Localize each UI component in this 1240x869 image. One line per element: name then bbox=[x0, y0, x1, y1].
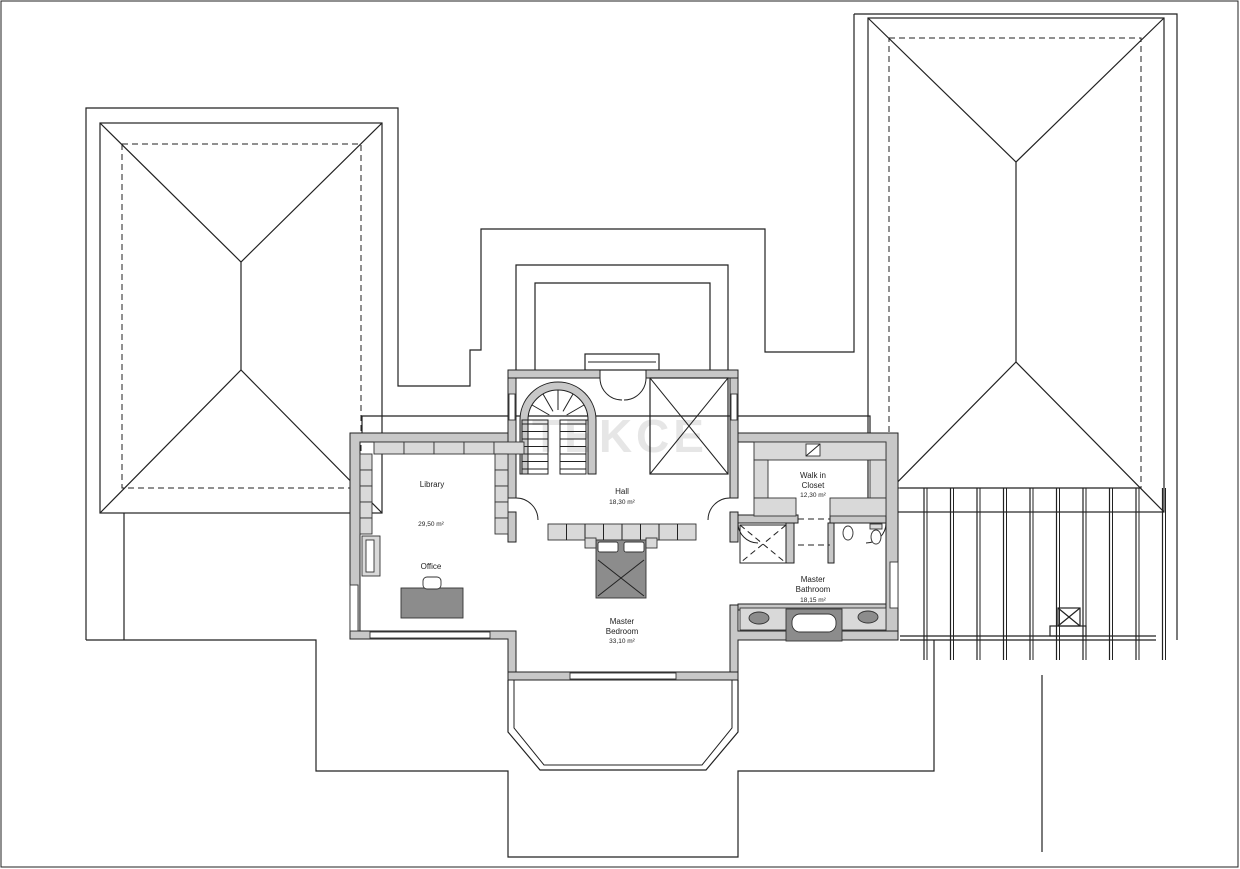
library-shelf bbox=[373, 441, 405, 455]
office-label: Office bbox=[421, 562, 442, 571]
library-shelf bbox=[494, 485, 509, 503]
bathroom-label-line2: Bathroom bbox=[796, 585, 831, 594]
bathroom-area: 18,15 m² bbox=[800, 597, 826, 604]
stair-step bbox=[562, 393, 574, 412]
door-swings bbox=[515, 377, 887, 546]
walk-in-closet-furniture bbox=[753, 441, 887, 517]
library-shelf bbox=[359, 501, 373, 519]
library-shelf bbox=[494, 501, 509, 519]
library-shelf bbox=[359, 453, 373, 471]
bedroom-furniture bbox=[547, 523, 697, 599]
library-shelf bbox=[359, 517, 373, 535]
library-shelf bbox=[463, 441, 495, 455]
hall-area: 18,30 m² bbox=[609, 499, 635, 506]
stair-step bbox=[542, 393, 554, 412]
closet-label-line2: Closet bbox=[802, 481, 825, 490]
pergola bbox=[900, 487, 1166, 660]
bidet bbox=[842, 525, 854, 541]
watermark: TEKCE bbox=[532, 410, 708, 462]
bedroom-area: 33,10 m² bbox=[609, 638, 635, 645]
shower bbox=[739, 524, 787, 564]
bathroom-fixtures bbox=[739, 523, 887, 642]
stair-step bbox=[531, 404, 550, 416]
sink-right bbox=[857, 610, 879, 624]
library-label: Library bbox=[420, 480, 444, 489]
library-shelf bbox=[494, 453, 509, 471]
room-labels: Library 29,50 m² Office Hall 18,30 m² Wa… bbox=[418, 471, 831, 645]
library-shelf bbox=[493, 441, 525, 455]
closet-area: 12,30 m² bbox=[800, 492, 826, 499]
hall-label: Hall bbox=[615, 487, 629, 496]
toilet bbox=[870, 529, 882, 545]
closet-label-line1: Walk in bbox=[800, 471, 826, 480]
library-shelf bbox=[359, 469, 373, 487]
stair-step bbox=[566, 404, 585, 416]
terrace bbox=[86, 639, 1043, 858]
bedroom-label-line1: Master bbox=[610, 617, 635, 626]
library-area: 29,50 m² bbox=[418, 521, 444, 528]
stair-tower bbox=[515, 264, 729, 371]
sink-left bbox=[748, 611, 770, 625]
library-shelf bbox=[359, 485, 373, 503]
library-shelf bbox=[403, 441, 435, 455]
library-shelf bbox=[494, 517, 509, 535]
bathroom-label-line1: Master bbox=[801, 575, 826, 584]
library-shelf bbox=[494, 469, 509, 487]
library-furniture bbox=[359, 441, 525, 619]
bedroom-label-line2: Bedroom bbox=[606, 627, 639, 636]
lightwell bbox=[649, 377, 729, 475]
office-chair bbox=[422, 576, 442, 590]
left-roof bbox=[85, 14, 855, 640]
office-desk bbox=[400, 587, 464, 619]
right-roof bbox=[854, 13, 1178, 640]
library-shelf bbox=[433, 441, 465, 455]
